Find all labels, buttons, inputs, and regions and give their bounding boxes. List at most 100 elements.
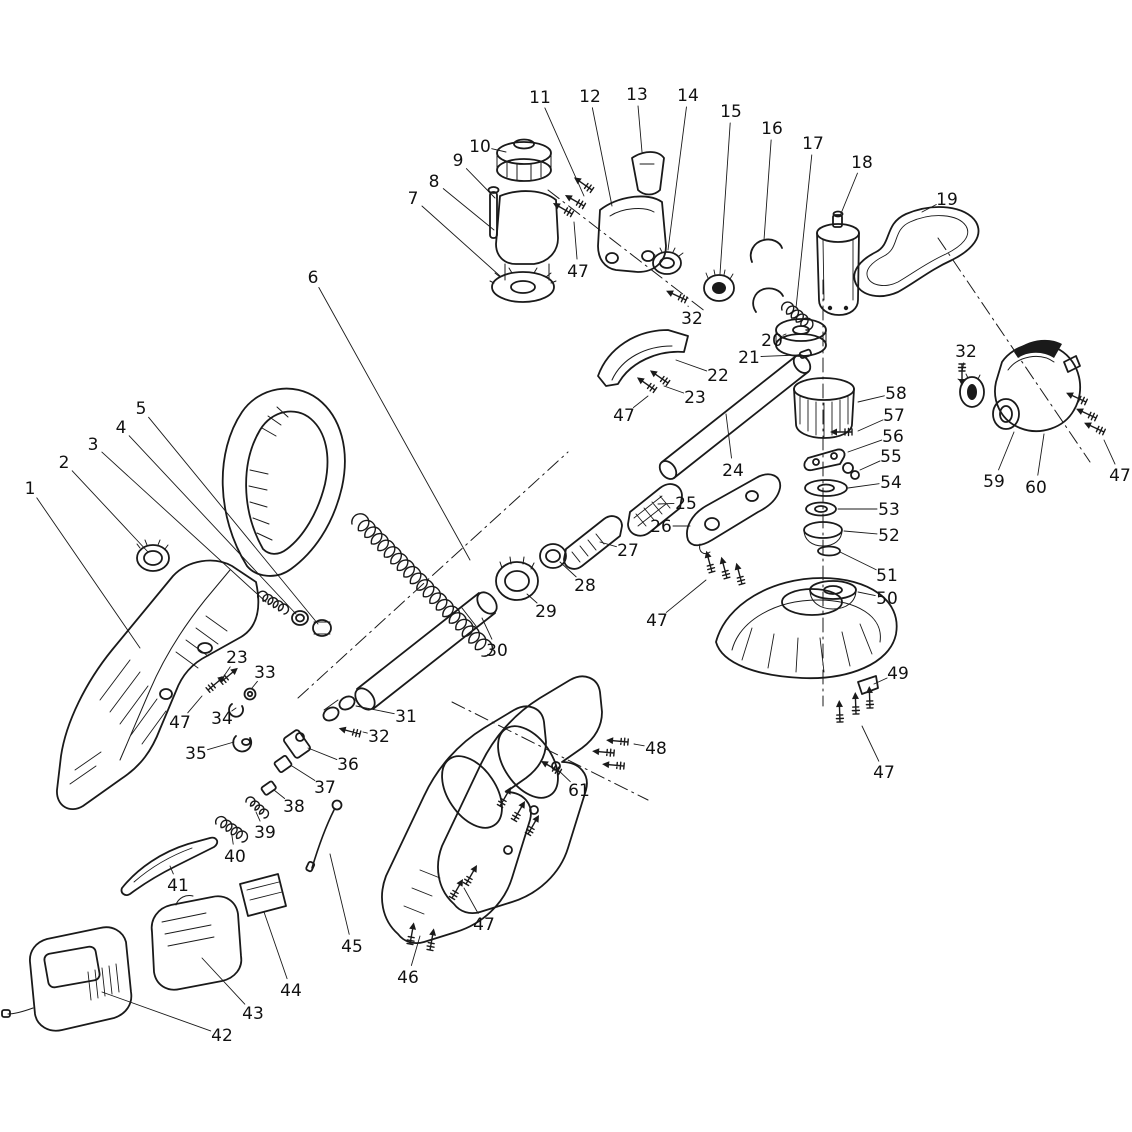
part-label-60: 60	[1025, 433, 1047, 498]
svg-text:16: 16	[761, 119, 783, 139]
spring-coil	[245, 796, 270, 819]
svg-text:5: 5	[136, 399, 147, 419]
svg-text:46: 46	[397, 968, 419, 988]
screw-icon	[865, 686, 875, 709]
part-label-35: 35	[185, 741, 235, 764]
part-label-20: 20	[761, 331, 787, 351]
svg-text:43: 43	[242, 1004, 264, 1024]
svg-text:44: 44	[280, 981, 302, 1001]
part-label-21: 21	[738, 348, 799, 368]
switch-parts	[228, 687, 356, 796]
screw-icon	[564, 195, 587, 210]
part-label-38: 38	[273, 789, 305, 817]
battery	[150, 895, 243, 991]
part-label-32: 32	[955, 342, 977, 373]
screw-icon	[602, 761, 625, 770]
svg-text:47: 47	[646, 611, 668, 631]
part-label-11: 11	[529, 88, 585, 197]
spring-coil	[214, 815, 249, 843]
svg-text:32: 32	[681, 309, 703, 329]
part-label-12: 12	[579, 87, 613, 207]
svg-text:23: 23	[684, 388, 706, 408]
spring-coil	[256, 590, 290, 615]
svg-text:27: 27	[617, 541, 639, 561]
svg-text:32: 32	[955, 342, 977, 362]
part-label-47: 47	[646, 579, 707, 631]
part-label-28: 28	[559, 561, 596, 596]
svg-text:41: 41	[167, 876, 189, 896]
svg-text:61: 61	[568, 781, 590, 801]
screw-icon	[957, 363, 967, 386]
part-label-52: 52	[843, 526, 900, 546]
part-label-42: 42	[101, 991, 233, 1046]
svg-text:11: 11	[529, 88, 551, 108]
shaft-cover	[597, 329, 689, 387]
part-label-41: 41	[167, 865, 189, 896]
svg-text:13: 13	[626, 85, 648, 105]
svg-text:48: 48	[645, 739, 667, 759]
part-label-13: 13	[626, 85, 648, 153]
svg-text:47: 47	[613, 406, 635, 426]
part-label-43: 43	[201, 957, 264, 1024]
part-label-47: 47	[169, 695, 203, 733]
part-label-25: 25	[657, 494, 697, 514]
part-label-26: 26	[650, 517, 691, 537]
part-label-7: 7	[408, 189, 501, 277]
svg-text:31: 31	[395, 707, 417, 727]
svg-text:39: 39	[254, 823, 276, 843]
svg-text:51: 51	[876, 566, 898, 586]
part-label-44: 44	[263, 911, 302, 1001]
svg-text:49: 49	[887, 664, 909, 684]
svg-text:55: 55	[880, 447, 902, 467]
part-label-19: 19	[921, 190, 958, 213]
part-label-53: 53	[837, 500, 900, 520]
screw-icon	[406, 922, 417, 946]
part-label-9: 9	[453, 151, 496, 199]
ribbed-pulley	[703, 269, 735, 302]
svg-text:36: 36	[337, 755, 359, 775]
screw-icon	[649, 370, 671, 387]
part-label-5: 5	[136, 399, 319, 625]
part-label-23: 23	[223, 648, 248, 677]
screw-icon	[830, 427, 853, 437]
part-label-50: 50	[857, 589, 898, 609]
guard-clip	[857, 675, 879, 695]
svg-text:47: 47	[1109, 466, 1131, 486]
handle-small-parts	[291, 610, 332, 637]
screw-icon	[552, 203, 575, 218]
svg-text:37: 37	[314, 778, 336, 798]
part-label-15: 15	[719, 102, 742, 275]
cable-rod	[305, 799, 343, 873]
part-label-33: 33	[251, 663, 276, 689]
svg-text:8: 8	[429, 172, 440, 192]
svg-text:42: 42	[211, 1026, 233, 1046]
handle-knob	[136, 539, 170, 572]
svg-text:52: 52	[878, 526, 900, 546]
throttle-lever	[120, 836, 219, 896]
aux-handle	[221, 387, 346, 577]
part-label-36: 36	[307, 747, 359, 775]
rear-handle-housing	[56, 559, 260, 811]
svg-text:18: 18	[851, 153, 873, 173]
part-label-45: 45	[329, 853, 363, 957]
springs-and-screws	[205, 177, 1106, 952]
svg-text:9: 9	[453, 151, 464, 171]
part-label-54: 54	[847, 473, 902, 493]
svg-text:7: 7	[408, 189, 419, 209]
svg-text:22: 22	[707, 366, 729, 386]
part-label-40: 40	[224, 835, 246, 867]
part-label-10: 10	[469, 137, 507, 157]
shaft-couplers	[495, 483, 683, 601]
gasket	[853, 206, 980, 298]
svg-text:53: 53	[878, 500, 900, 520]
spool-assembly	[775, 318, 860, 610]
spring-coil	[780, 301, 814, 331]
part-label-14: 14	[667, 86, 699, 251]
screw-icon	[666, 290, 688, 304]
svg-text:23: 23	[226, 648, 248, 668]
svg-text:45: 45	[341, 937, 363, 957]
c-clips	[749, 238, 784, 313]
svg-text:17: 17	[802, 134, 824, 154]
screw-icon	[636, 377, 658, 394]
